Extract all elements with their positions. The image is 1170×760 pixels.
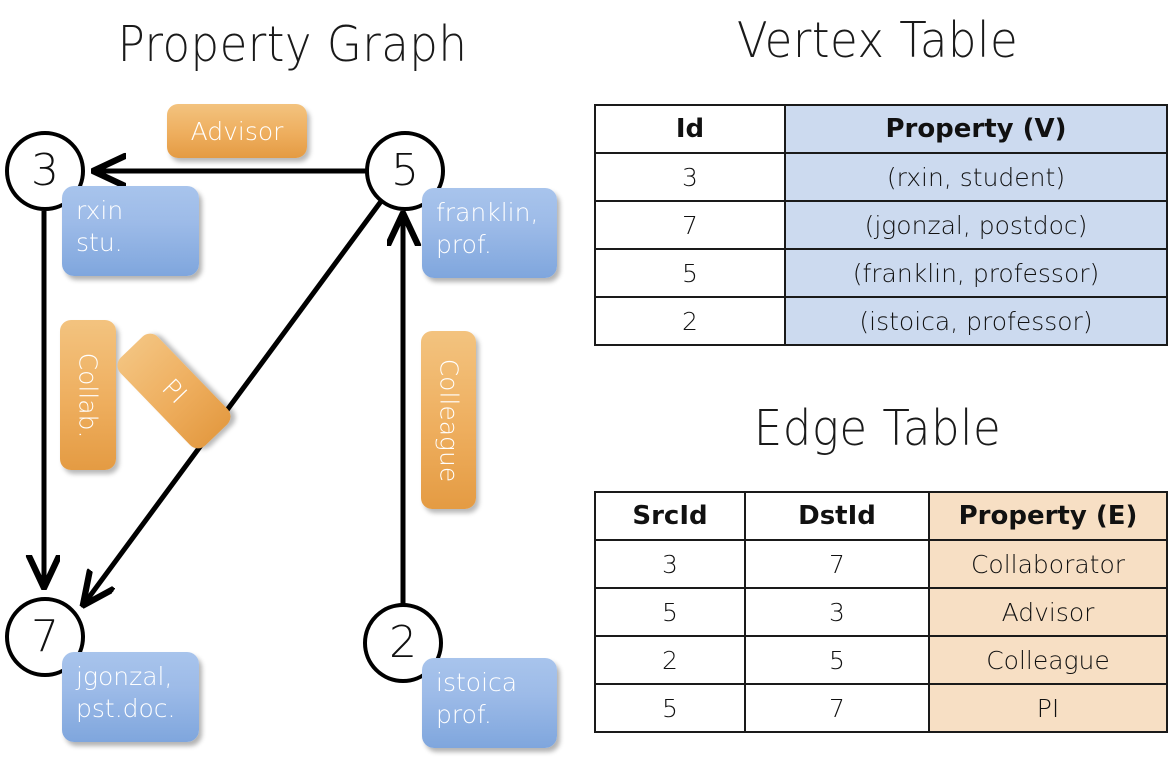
edge-label-collab-text: Collab. — [73, 352, 103, 438]
vertex-table-header-id: Id — [594, 104, 786, 154]
vertex-table-header-row: Id Property (V) — [594, 104, 1168, 154]
graph-node-2[interactable]: 2 — [363, 603, 443, 683]
table-row[interactable]: 5 (franklin, professor) — [594, 248, 1168, 298]
table-row[interactable]: 2 5 Colleague — [594, 635, 1168, 685]
vertex-table: Id Property (V) 3 (rxin, student) 7 (jgo… — [594, 104, 1168, 346]
edge-cell-property: Advisor — [928, 587, 1168, 637]
table-row[interactable]: 7 (jgonzal, postdoc) — [594, 200, 1168, 250]
edge-line-5-to-7 — [84, 198, 385, 604]
vertex-cell-id: 3 — [594, 152, 786, 202]
table-row[interactable]: 5 7 PI — [594, 683, 1168, 733]
page-title-vertex-table: Vertex Table — [736, 12, 1019, 69]
page-title-property-graph: Property Graph — [117, 16, 468, 73]
edge-cell-srcid: 5 — [594, 587, 746, 637]
graph-node-property-5: franklin, prof. — [422, 188, 557, 278]
edge-label-advisor: Advisor — [167, 104, 307, 158]
edge-label-advisor-text: Advisor — [190, 116, 284, 146]
table-row[interactable]: 3 7 Collaborator — [594, 539, 1168, 589]
edge-label-pi-text: PI — [155, 372, 193, 410]
edge-cell-srcid: 5 — [594, 683, 746, 733]
edge-label-collab: Collab. — [60, 320, 116, 470]
vertex-cell-id: 5 — [594, 248, 786, 298]
table-row[interactable]: 5 3 Advisor — [594, 587, 1168, 637]
edge-cell-srcid: 3 — [594, 539, 746, 589]
vertex-cell-property: (jgonzal, postdoc) — [784, 200, 1168, 250]
table-row[interactable]: 2 (istoica, professor) — [594, 296, 1168, 346]
edge-table-header-srcid: SrcId — [594, 491, 746, 541]
edge-label-colleague: Colleague — [421, 331, 476, 509]
vertex-cell-id: 2 — [594, 296, 786, 346]
edge-cell-dstid: 7 — [744, 539, 930, 589]
edge-table: SrcId DstId Property (E) 3 7 Collaborato… — [594, 491, 1168, 733]
vertex-cell-property: (franklin, professor) — [784, 248, 1168, 298]
page-title-edge-table: Edge Table — [753, 400, 1002, 457]
edge-cell-property: Collaborator — [928, 539, 1168, 589]
graph-node-property-2: istoica prof. — [422, 658, 557, 748]
graph-node-5[interactable]: 5 — [365, 131, 445, 211]
edge-cell-dstid: 5 — [744, 635, 930, 685]
edge-table-header-dstid: DstId — [744, 491, 930, 541]
vertex-cell-id: 7 — [594, 200, 786, 250]
edge-label-colleague-text: Colleague — [434, 358, 464, 482]
property-graph-canvas: 3 5 7 2 rxin stu. franklin, prof. jgonza… — [0, 0, 585, 760]
edge-table-header-row: SrcId DstId Property (E) — [594, 491, 1168, 541]
edge-cell-dstid: 3 — [744, 587, 930, 637]
vertex-cell-property: (rxin, student) — [784, 152, 1168, 202]
vertex-table-header-property: Property (V) — [784, 104, 1168, 154]
edge-cell-property: PI — [928, 683, 1168, 733]
graph-node-property-7: jgonzal, pst.doc. — [62, 652, 199, 742]
graph-edge-lines — [0, 0, 585, 760]
edge-cell-dstid: 7 — [744, 683, 930, 733]
table-row[interactable]: 3 (rxin, student) — [594, 152, 1168, 202]
graph-node-property-3: rxin stu. — [62, 186, 199, 276]
edge-cell-srcid: 2 — [594, 635, 746, 685]
edge-table-header-property: Property (E) — [928, 491, 1168, 541]
vertex-cell-property: (istoica, professor) — [784, 296, 1168, 346]
edge-cell-property: Colleague — [928, 635, 1168, 685]
